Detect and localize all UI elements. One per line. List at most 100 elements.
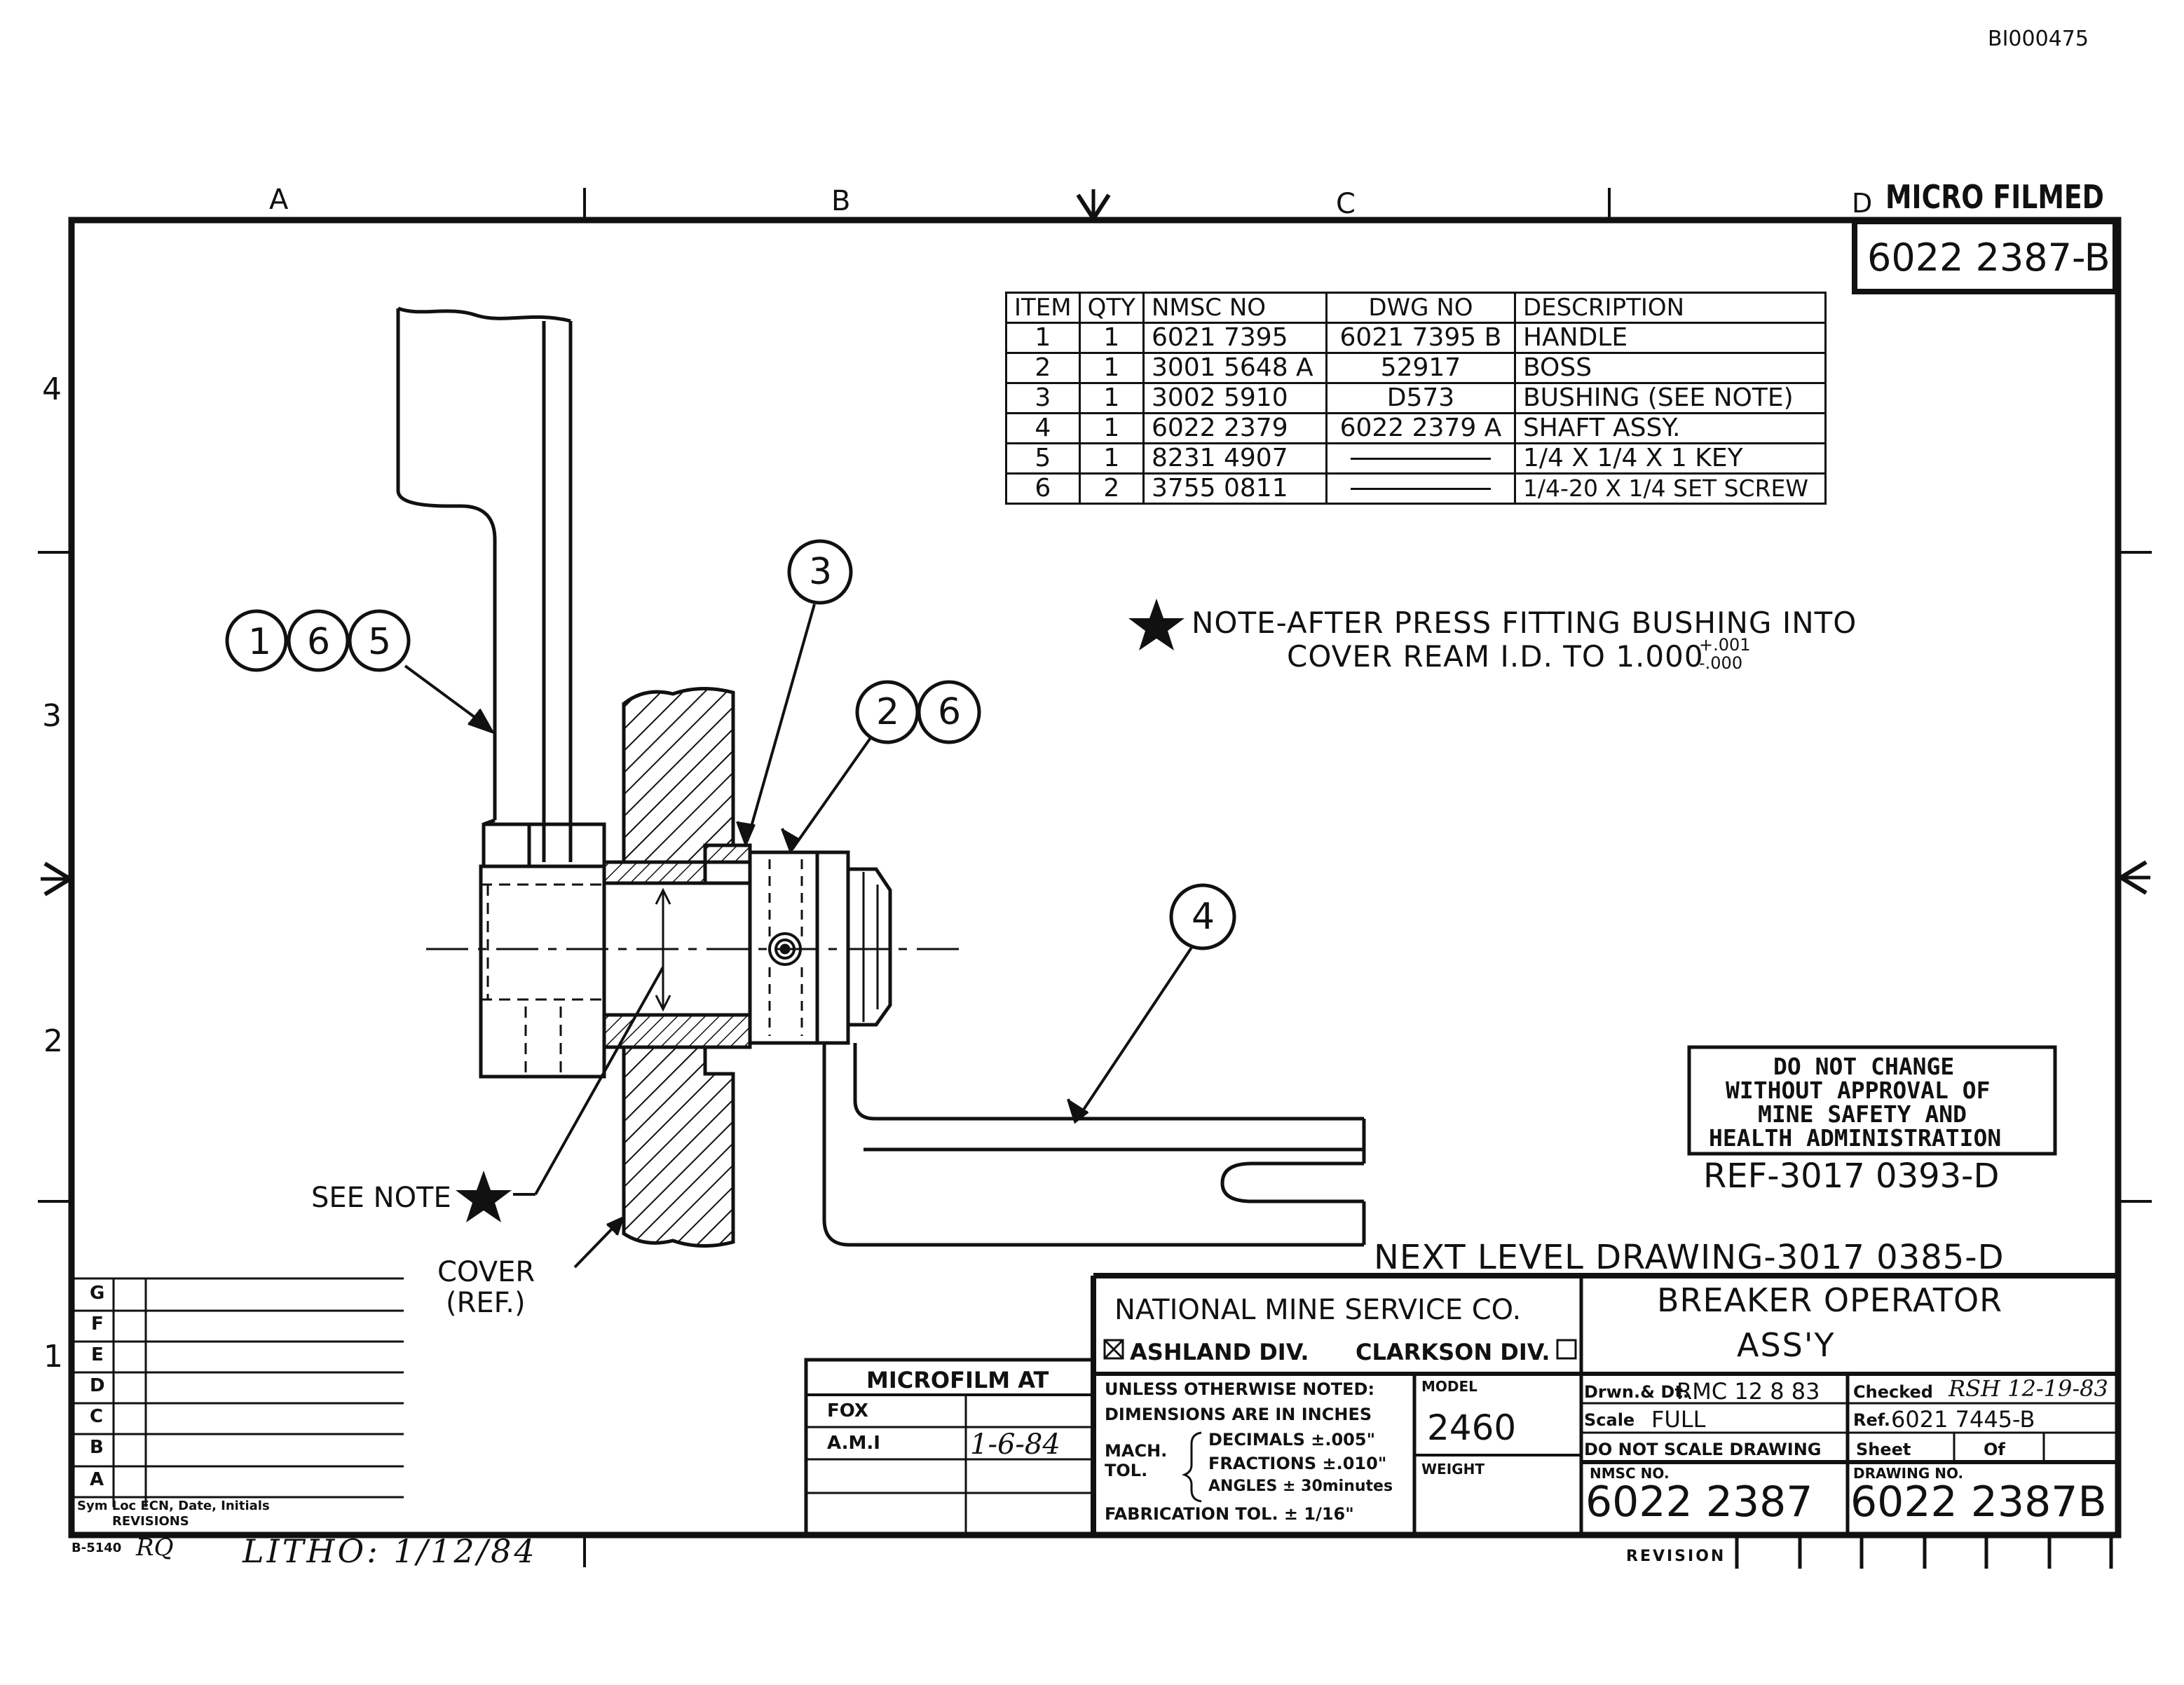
form-number: B-5140: [71, 1541, 122, 1555]
revision-row-label: A: [90, 1469, 104, 1490]
revision-row-label: B: [90, 1437, 104, 1458]
center-arrow-top: [1076, 189, 1111, 223]
bom-cell: 1/4 X 1/4 X 1 KEY: [1513, 442, 1827, 475]
checked-value: RSH 12-19-83: [1948, 1375, 2108, 1402]
division-ashland: ASHLAND DIV.: [1130, 1339, 1309, 1365]
cover-ref-label: (REF.): [446, 1287, 526, 1319]
of-label: Of: [1984, 1440, 2005, 1459]
tol-label: TOL.: [1105, 1461, 1148, 1480]
bom-cell: 2: [1078, 472, 1145, 505]
next-level-drawing: NEXT LEVEL DRAWING-3017 0385-D: [1374, 1238, 2005, 1277]
bom-cell: 5: [1005, 442, 1081, 475]
msha-box-frame: [1687, 1045, 2057, 1156]
bom-cell-dash: [1325, 442, 1516, 475]
drawing-no-label: DRAWING NO.: [1853, 1465, 1964, 1482]
bom-cell: 6021 7395: [1142, 322, 1328, 354]
note-tol-minus: -.000: [1699, 653, 1743, 673]
bom-cell: 3755 0811: [1142, 472, 1328, 505]
checked-label: Checked: [1853, 1382, 1933, 1402]
revision-row-label: D: [90, 1375, 105, 1396]
zone-number: 4: [42, 371, 62, 407]
drawn-value: RMC 12 8 83: [1677, 1378, 1820, 1405]
fabrication-tol: FABRICATION TOL. ± 1/16": [1105, 1504, 1354, 1524]
note-line-2: COVER REAM I.D. TO 1.000: [1287, 639, 1704, 674]
model-label: MODEL: [1421, 1378, 1477, 1395]
do-not-scale: DO NOT SCALE DRAWING: [1584, 1440, 1822, 1459]
microfilm-block-lines: [804, 1358, 1096, 1537]
table-row: 4 1 6022 2379 6022 2379 A SHAFT ASSY.: [1005, 412, 1827, 444]
doc-id: BI000475: [1988, 27, 2089, 51]
cover-label: COVER: [437, 1256, 535, 1288]
bom-cell: 6: [1005, 472, 1081, 505]
bom-header-cell: ITEM: [1005, 292, 1081, 324]
ref-drawing: REF-3017 0393-D: [1703, 1157, 2000, 1196]
bom-cell: D573: [1325, 382, 1516, 414]
bom-cell: 1/4-20 X 1/4 SET SCREW: [1513, 472, 1827, 505]
balloon-6: 6: [307, 621, 331, 663]
revision-footer: Sym Loc ECN, Date, Initials: [77, 1499, 270, 1513]
drawing-title-2: ASS'Y: [1737, 1326, 1836, 1364]
revision-row-label: F: [91, 1314, 104, 1335]
bom-cell: 1: [1078, 352, 1145, 384]
revision-row-label: G: [90, 1283, 105, 1304]
table-row: 5 1 8231 4907 1/4 X 1/4 X 1 KEY: [1005, 442, 1827, 475]
balloon-circles: [225, 539, 1236, 950]
zone-letter: C: [1336, 188, 1356, 220]
bom-cell: 1: [1078, 442, 1145, 475]
revision-label: REVISION: [1626, 1548, 1726, 1565]
microfilm-date: 1-6-84: [970, 1428, 1060, 1461]
bushing-part: [602, 843, 752, 1049]
drawing-no-value: 6022 2387B: [1850, 1478, 2107, 1527]
msha-line-4: HEALTH ADMINISTRATION: [1709, 1124, 2002, 1152]
see-note-label: SEE NOTE: [311, 1182, 451, 1214]
nmsc-label: NMSC NO.: [1590, 1465, 1670, 1482]
hub-body: [479, 864, 606, 1079]
drawing-number: 6022 2387-B: [1867, 236, 2110, 280]
bom-cell: HANDLE: [1513, 322, 1827, 354]
bom-cell: 2: [1005, 352, 1081, 384]
table-row: 3 1 3002 5910 D573 BUSHING (SEE NOTE): [1005, 382, 1827, 414]
bom-cell: 1: [1078, 412, 1145, 444]
revision-ticks: [1735, 1538, 2113, 1569]
form-initials: RQ: [136, 1534, 174, 1562]
bom-cell: 8231 4907: [1142, 442, 1328, 475]
tol-fractions: FRACTIONS ±.010": [1208, 1454, 1387, 1473]
bom-cell: 3: [1005, 382, 1081, 414]
ref-value: 6021 7445-B: [1891, 1406, 2035, 1433]
note-tol-plus: +.001: [1699, 635, 1751, 655]
balloon-2: 2: [876, 691, 900, 733]
dims-inches: DIMENSIONS ARE IN INCHES: [1105, 1405, 1372, 1424]
cover-plate: [622, 687, 735, 1248]
bom-header-cell: QTY: [1078, 292, 1145, 324]
bom-cell: 3001 5648 A: [1142, 352, 1328, 384]
bom-cell: BUSHING (SEE NOTE): [1513, 382, 1827, 414]
tol-decimals: DECIMALS ±.005": [1208, 1430, 1376, 1449]
bom-cell: 1: [1078, 322, 1145, 354]
shaft-assy-part: [815, 850, 1366, 1247]
zone-letter: A: [269, 184, 289, 216]
balloon-5: 5: [368, 621, 392, 663]
bom-header-cell: DESCRIPTION: [1513, 292, 1827, 324]
balloon-4: 4: [1192, 896, 1215, 938]
litho-date: LITHO: 1/12/84: [243, 1532, 538, 1570]
msha-line-3: MINE SAFETY AND: [1758, 1100, 1967, 1128]
revision-row-label: E: [91, 1344, 104, 1365]
table-row: 2 1 3001 5648 A 52917 BOSS: [1005, 352, 1827, 384]
sheet-label: Sheet: [1856, 1440, 1911, 1459]
division-clarkson: CLARKSON DIV.: [1356, 1339, 1550, 1365]
company-name: NATIONAL MINE SERVICE CO.: [1114, 1294, 1522, 1326]
scale-label: Scale: [1584, 1410, 1635, 1430]
zone-number: 2: [43, 1023, 63, 1059]
boss-part: [748, 850, 819, 1045]
bom-header-row: ITEM QTY NMSC NO DWG NO DESCRIPTION: [1005, 292, 1827, 324]
nmsc-number: 6022 2387: [1585, 1478, 1813, 1527]
scale-value: FULL: [1651, 1406, 1706, 1433]
tol-angles: ANGLES ± 30minutes: [1208, 1478, 1393, 1495]
zone-letter: D: [1852, 188, 1873, 219]
msha-line-1: DO NOT CHANGE: [1773, 1053, 1955, 1080]
model-value: 2460: [1427, 1407, 1517, 1448]
center-arrow-right: [2117, 860, 2150, 895]
balloon-6: 6: [938, 691, 962, 733]
zone-letter: B: [831, 185, 851, 217]
microfilm-row-fox: FOX: [827, 1400, 868, 1421]
